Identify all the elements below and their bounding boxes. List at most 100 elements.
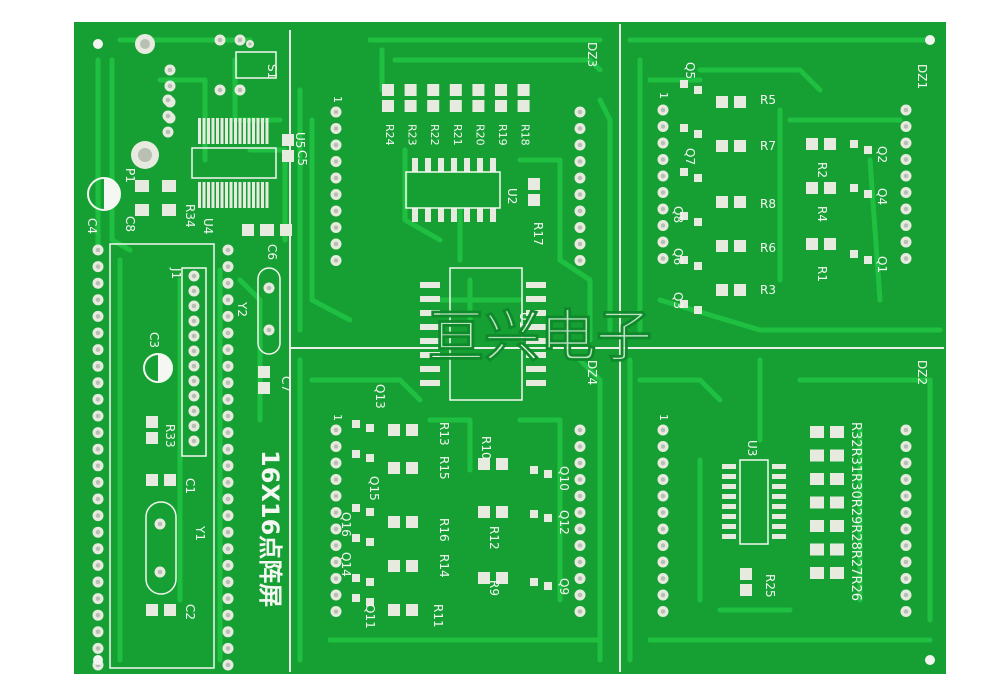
- pad-drill-hole: [660, 427, 666, 433]
- component-label: R13: [437, 422, 451, 446]
- pad-drill-hole: [577, 241, 583, 247]
- pad-drill-hole: [903, 206, 909, 212]
- pad-drill-hole: [333, 208, 339, 214]
- pad-drill-hole: [333, 477, 339, 482]
- smd-pad: [229, 118, 233, 144]
- pad-drill-hole: [333, 258, 339, 263]
- pad-drill-hole: [577, 126, 583, 131]
- pad-drill-hole: [660, 493, 666, 499]
- smd-pad: [830, 449, 844, 462]
- smd-pad: [680, 168, 688, 176]
- component-label: Q5: [683, 62, 697, 79]
- smd-pad: [526, 296, 546, 302]
- pad-drill-hole: [191, 333, 197, 339]
- pad-drill-hole: [167, 83, 173, 89]
- pad-drill-hole: [660, 124, 666, 129]
- component-label: C2: [183, 604, 197, 620]
- pad-drill-hole: [225, 596, 231, 601]
- smd-pad: [412, 158, 418, 172]
- pad-drill-hole: [191, 423, 197, 429]
- smd-pad: [162, 180, 176, 192]
- component-label: R6: [760, 241, 776, 255]
- pad-drill-hole: [903, 559, 909, 565]
- smd-pad: [229, 182, 233, 208]
- pad-drill-hole: [95, 247, 101, 253]
- smd-pad: [388, 516, 400, 528]
- smd-pad: [496, 506, 508, 518]
- smd-pad: [449, 100, 462, 112]
- pad-drill-hole: [903, 477, 909, 482]
- smd-pad: [352, 450, 360, 458]
- mcu-socket-outline: [109, 243, 215, 669]
- smd-pad: [734, 196, 746, 208]
- component-label: Q6: [671, 248, 685, 265]
- smd-pad: [694, 86, 702, 94]
- smd-pad: [806, 182, 818, 194]
- smd-pad: [146, 604, 158, 616]
- smd-pad: [247, 118, 251, 144]
- pad-drill-hole: [903, 543, 909, 548]
- resistor-array-label: R20: [473, 124, 486, 146]
- smd-pad: [211, 118, 215, 144]
- pad-drill-hole: [577, 208, 583, 214]
- smd-pad: [243, 182, 246, 208]
- pad-drill-hole: [577, 543, 583, 548]
- smd-pad: [404, 100, 417, 112]
- smd-pad: [495, 100, 507, 112]
- pad-drill-hole: [191, 393, 197, 399]
- smd-pad: [242, 224, 254, 236]
- smd-pad: [694, 174, 702, 182]
- crystal-y1-outline: [145, 501, 177, 595]
- component-label: U3: [745, 440, 759, 456]
- board-corner-hole: [925, 655, 935, 665]
- pad-drill-hole: [577, 559, 583, 565]
- component-label: C3: [147, 332, 161, 348]
- resistor-array-label: R24: [383, 124, 396, 146]
- ic-u2-outline: [405, 171, 501, 209]
- pad-drill-hole: [333, 510, 339, 515]
- component-label: U2: [505, 188, 519, 204]
- pad-drill-hole: [333, 559, 339, 565]
- smd-pad: [722, 504, 736, 509]
- smd-pad: [412, 208, 418, 222]
- component-label: R5: [760, 93, 776, 107]
- pad-drill-hole: [577, 444, 583, 449]
- smd-pad: [772, 514, 786, 519]
- smd-pad: [694, 262, 702, 270]
- pad-drill-hole: [577, 109, 583, 115]
- smd-pad: [146, 432, 158, 444]
- smd-pad: [810, 543, 824, 556]
- pad-drill-hole: [191, 408, 197, 414]
- smd-pad: [722, 494, 736, 499]
- pad-drill-hole: [95, 596, 101, 601]
- smd-pad: [366, 598, 374, 606]
- smd-pad: [207, 182, 210, 208]
- brand-watermark: 亘兴电子: [428, 305, 652, 370]
- resistor-array-label: R19: [496, 124, 509, 146]
- pad-drill-hole: [577, 225, 583, 230]
- smd-pad: [216, 182, 219, 208]
- copper-trace: [109, 57, 133, 253]
- component-label: P1: [123, 168, 137, 183]
- pad-drill-hole: [333, 126, 339, 131]
- component-label: Y2: [235, 301, 249, 317]
- pad-drill-hole: [225, 446, 231, 452]
- component-label: 1: [657, 414, 670, 421]
- smd-pad: [352, 534, 360, 542]
- pad-drill-hole: [903, 124, 909, 129]
- pad-drill-hole: [225, 496, 231, 502]
- component-label: R1: [815, 266, 829, 282]
- component-label: C5: [295, 150, 309, 166]
- smd-pad: [451, 158, 457, 172]
- smd-pad: [406, 516, 418, 528]
- smd-pad: [772, 464, 786, 469]
- pad-drill-hole: [577, 192, 583, 197]
- pad-drill-hole: [95, 546, 101, 552]
- pad-drill-hole: [903, 173, 909, 179]
- smd-pad: [420, 338, 440, 344]
- pad-drill-hole: [95, 629, 101, 635]
- pad-drill-hole: [333, 427, 339, 433]
- smd-pad: [220, 118, 224, 144]
- pad-drill-hole: [237, 37, 243, 43]
